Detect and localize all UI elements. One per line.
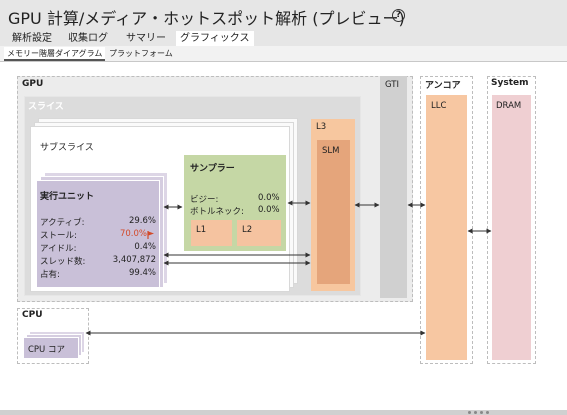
tab-collection-log[interactable]: 収集ログ: [68, 33, 108, 44]
l2-cache-box[interactable]: [237, 220, 281, 246]
eu-stat-value: 3,407,872: [112, 255, 156, 265]
uncore-box: [420, 76, 473, 364]
sampler-busy-label: ビジー:: [190, 195, 219, 205]
l3-label: L3: [316, 122, 327, 132]
system-box: [487, 76, 536, 364]
eu-stat-value: 0.4%: [134, 242, 156, 252]
subslice-label: サブスライス: [40, 143, 94, 153]
cpu-core-label: CPU コア: [28, 345, 65, 355]
grip-dot: [468, 411, 471, 414]
eu-stat-label: スレッド数:: [40, 257, 86, 267]
eu-stat-label: アクティブ:: [40, 218, 85, 228]
llc-box[interactable]: [426, 95, 467, 360]
grip-dot: [474, 411, 477, 414]
tab-graphics[interactable]: グラフィックス: [176, 31, 254, 46]
gti-label: GTI: [385, 80, 399, 90]
subtab-platform[interactable]: プラットフォーム: [109, 49, 173, 58]
subtab-memory-hierarchy[interactable]: メモリー階層ダイアグラム: [4, 47, 106, 61]
sampler-bottleneck-label: ボトルネック:: [190, 207, 244, 217]
cpu-box: [17, 308, 89, 364]
dram-label: DRAM: [496, 101, 522, 111]
eu-stat-threads: スレッド数: 3,407,872: [40, 255, 156, 267]
execution-unit-box[interactable]: [36, 180, 160, 288]
llc-label: LLC: [431, 101, 447, 111]
stall-flag-icon: [147, 231, 154, 239]
sampler-title: サンプラー: [190, 164, 235, 174]
tab-analysis-settings[interactable]: 解析設定: [12, 33, 52, 44]
eu-stat-value: 99.4%: [128, 268, 156, 278]
subtab-bar: [0, 46, 567, 62]
eu-stat-label: アイドル:: [40, 244, 77, 254]
grip-dot: [486, 411, 489, 414]
l2-label: L2: [242, 225, 253, 235]
l1-cache-box[interactable]: [191, 220, 232, 246]
gpu-label: GPU: [22, 79, 44, 89]
gti-box[interactable]: [380, 76, 407, 298]
eu-stat-value: 29.6%: [128, 216, 156, 226]
eu-stats: アクティブ: 29.6% ストール: 70.0% アイドル: 0.4% スレッド…: [40, 216, 158, 286]
eu-stat-value-stall: 70.0%: [119, 229, 147, 239]
eu-stat-label: ストール:: [40, 231, 77, 241]
help-icon[interactable]: ?: [392, 9, 405, 22]
grip-dot: [480, 411, 483, 414]
slm-box[interactable]: [317, 140, 350, 284]
eu-title: 実行ユニット: [40, 192, 95, 202]
l1-label: L1: [196, 225, 207, 235]
eu-stat-idle: アイドル: 0.4%: [40, 242, 156, 254]
window-title: GPU 計算/メディア・ホットスポット解析 (プレビュー): [8, 9, 405, 28]
tab-bar: [0, 30, 567, 46]
eu-stat-occupancy: 占有: 99.4%: [40, 268, 156, 280]
eu-stat-stall: ストール: 70.0%: [40, 229, 147, 241]
slm-label: SLM: [322, 146, 340, 156]
dram-box[interactable]: [492, 95, 531, 360]
system-label: System: [491, 78, 529, 88]
tab-summary[interactable]: サマリー: [126, 33, 166, 44]
cpu-core-box[interactable]: [23, 337, 79, 359]
slice-label: スライス: [28, 102, 64, 112]
eu-stat-active: アクティブ: 29.6%: [40, 216, 156, 228]
sampler-busy-value: 0.0%: [258, 193, 280, 203]
uncore-label: アンコア: [425, 81, 461, 91]
sampler-bottleneck-value: 0.0%: [258, 205, 280, 215]
cpu-label: CPU: [22, 310, 43, 320]
bottom-scroll-bar[interactable]: [0, 410, 567, 415]
eu-stat-label: 占有:: [40, 270, 60, 280]
title-bar: [0, 0, 567, 30]
